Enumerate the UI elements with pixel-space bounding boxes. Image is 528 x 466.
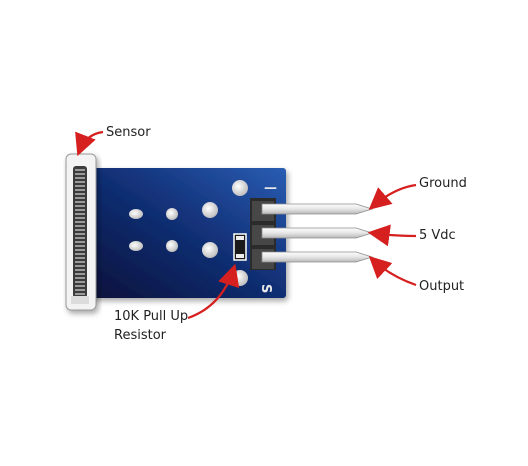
output-label: Output — [419, 279, 465, 294]
ground-label: Ground — [419, 176, 467, 191]
pad-hole — [166, 240, 178, 252]
arrow-icon — [367, 224, 417, 247]
pad-hole-large — [202, 202, 218, 218]
resistor-label-line2: Resistor — [114, 328, 166, 343]
pin-5vdc — [261, 227, 374, 239]
resistor-label-line1: 10K Pull Up — [114, 309, 189, 324]
sensor-ribbing — [75, 169, 85, 295]
pull-up-resistor — [233, 233, 247, 261]
arrow-icon — [368, 183, 417, 210]
pad-slot-bottom — [129, 241, 143, 251]
arrow-icon — [187, 263, 240, 320]
mounting-hole — [232, 270, 248, 286]
mounting-hole — [232, 180, 248, 196]
pin-ground — [261, 203, 374, 215]
arrow-icon — [368, 255, 417, 287]
ground-pin-marking: — — [264, 181, 277, 196]
sensor-label: Sensor — [106, 125, 151, 140]
five-vdc-label: 5 Vdc — [419, 228, 456, 243]
sensor-element — [65, 153, 97, 311]
pad-slot-top — [129, 209, 143, 219]
signal-pin-marking: S — [258, 284, 273, 293]
board-pads — [129, 180, 248, 286]
callout-arrows — [75, 130, 417, 320]
pins — [261, 203, 374, 263]
pad-hole — [166, 208, 178, 220]
pad-hole-large — [202, 242, 218, 258]
arrow-icon — [75, 130, 104, 157]
pin-output — [261, 251, 374, 263]
